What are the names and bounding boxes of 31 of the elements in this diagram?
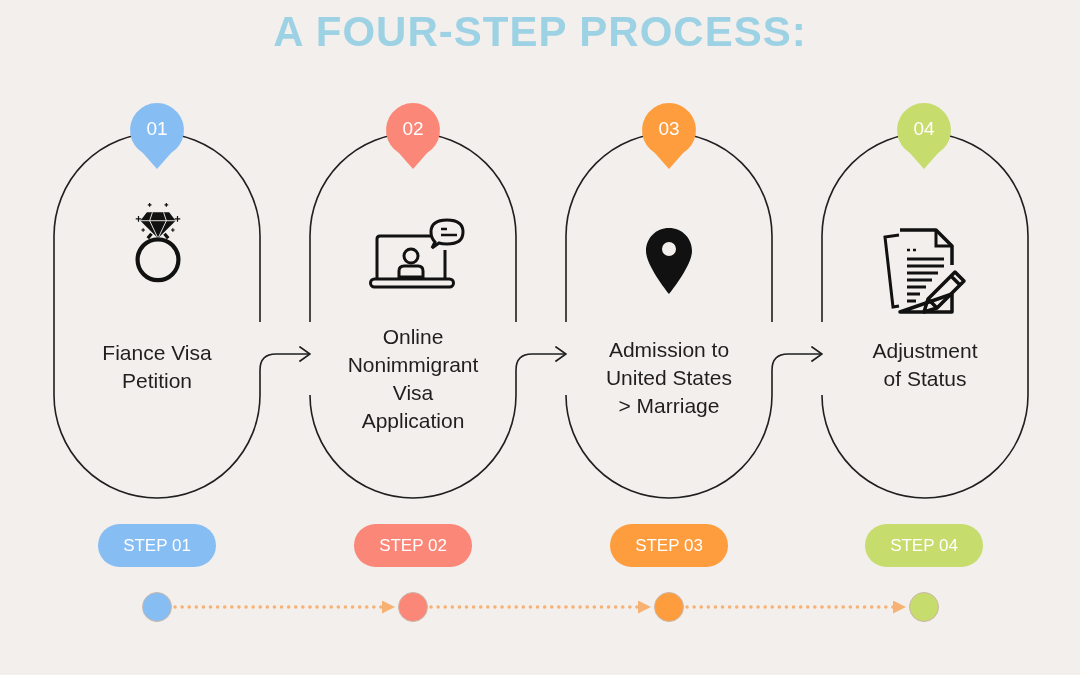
- step-number: 04: [913, 118, 935, 140]
- step-description: Fiance Visa Petition: [101, 340, 213, 394]
- dotted-arrow: [173, 600, 397, 614]
- step-description: Online Nonimmigrant Visa Application: [346, 324, 480, 434]
- step-tag: STEP 02: [354, 524, 472, 567]
- step-number: 01: [146, 118, 168, 140]
- dotted-arrow: [429, 600, 653, 614]
- timeline-dot: [654, 592, 684, 622]
- step-tag: STEP 04: [865, 524, 983, 567]
- number-pin-marker: [897, 103, 951, 169]
- step-description: Admission to United States > Marriage: [604, 337, 734, 419]
- step-tag: STEP 01: [98, 524, 216, 567]
- step-tag: STEP 03: [610, 524, 728, 567]
- arch-panel: [310, 133, 516, 498]
- arch-panel: [54, 133, 260, 498]
- step-number: 02: [402, 118, 424, 140]
- arrow: [771, 345, 823, 396]
- timeline-dot: [909, 592, 939, 622]
- arrow: [515, 345, 567, 396]
- step-description: Adjustment of Status: [871, 338, 979, 392]
- number-pin-marker: [386, 103, 440, 169]
- step-number: 03: [658, 118, 680, 140]
- timeline-dot: [142, 592, 172, 622]
- title: A FOUR-STEP PROCESS:: [273, 8, 807, 56]
- arch-panel: [566, 133, 772, 498]
- number-pin-marker: [130, 103, 184, 169]
- number-pin-marker: [642, 103, 696, 169]
- arch-panel: [822, 133, 1028, 498]
- arrow: [259, 345, 311, 396]
- timeline-dot: [398, 592, 428, 622]
- dotted-arrow: [685, 600, 908, 614]
